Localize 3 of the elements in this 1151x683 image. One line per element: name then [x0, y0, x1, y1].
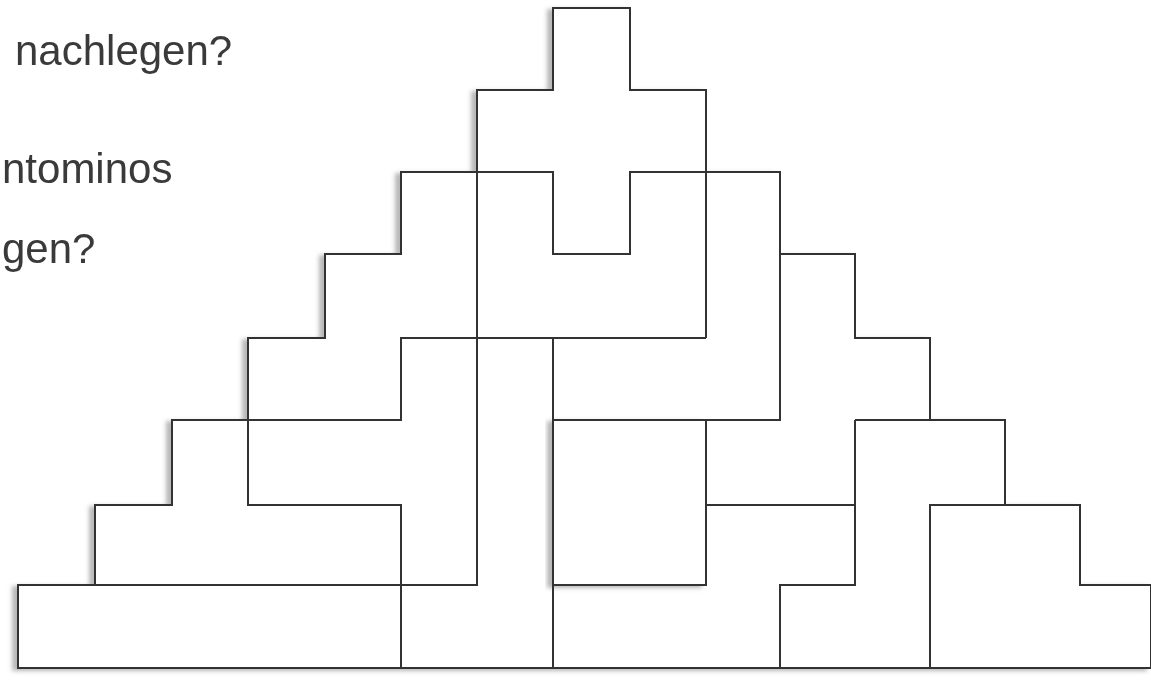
question-text: nachlegen? [15, 30, 233, 72]
question-text: gen? [2, 228, 96, 270]
question-text: ntominos [2, 148, 173, 190]
